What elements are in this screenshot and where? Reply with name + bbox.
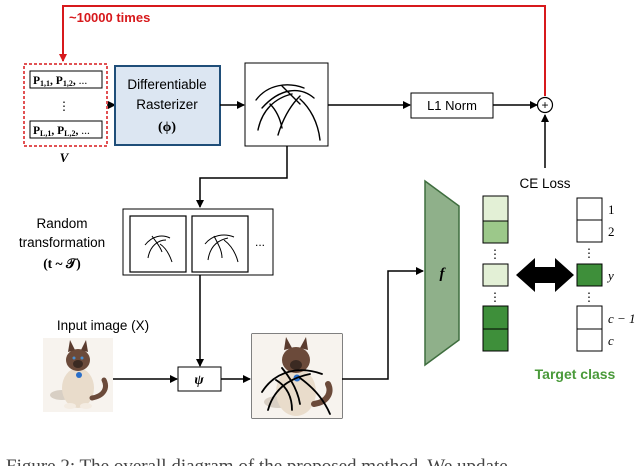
- rasterizer-label-2: Rasterizer: [136, 97, 198, 112]
- parameters-vdots: ⋮: [58, 99, 70, 113]
- target-label-1: 1: [608, 202, 615, 217]
- logit-vdots-1: ⋮: [489, 247, 501, 261]
- rasterizer-label-1: Differentiable: [127, 77, 206, 92]
- parameters-dashed-box: [23, 63, 108, 147]
- logit-vdots-2: ⋮: [489, 290, 501, 304]
- sum-symbol: +: [541, 98, 548, 112]
- target-label-c: c: [608, 333, 614, 348]
- loop-label: ~10000 times: [69, 10, 150, 25]
- target-one-hot: 1 2 ⋮ y ⋮ c − 1 c: [576, 197, 636, 352]
- logit-cell-c1: [482, 305, 509, 330]
- arrow-sketch-to-transform: [196, 146, 288, 208]
- rasterizer-label-3: (ϕ): [158, 120, 176, 135]
- rasterizer-box: [114, 65, 221, 146]
- logit-cell-2: [482, 220, 509, 244]
- target-cell-2: [576, 219, 603, 243]
- sum-node: +: [536, 96, 554, 114]
- transform-sample-2: [191, 215, 249, 273]
- psi-label: ψ: [194, 373, 204, 388]
- parameter-row-1-text: P1,1, P1,2, ...: [33, 75, 87, 88]
- psi-box: [177, 366, 222, 392]
- logit-cell-y: [482, 263, 509, 287]
- transform-label-1: Random: [36, 216, 87, 231]
- transform-label-2: transformation: [19, 235, 105, 250]
- rendered-sketch: [244, 62, 329, 147]
- stroke-parameters: P1,1, P1,2, ... ⋮ PL,1, PL,2, ... V: [23, 63, 108, 165]
- input-image-label: Input image (X): [57, 318, 149, 333]
- target-vdots-2: ⋮: [583, 290, 595, 304]
- transform-sample-2-strokes: [204, 234, 239, 263]
- target-label-y: y: [606, 268, 614, 283]
- l1-norm: L1 Norm: [410, 92, 494, 119]
- augmented-overlay-strokes: [261, 367, 331, 415]
- target-vdots-1: ⋮: [583, 246, 595, 260]
- input-image-cat: [43, 338, 113, 412]
- parameters-label: V: [60, 150, 70, 165]
- target-label-2: 2: [608, 224, 615, 239]
- parameter-row-1: [29, 70, 103, 89]
- augmented-image: [251, 333, 343, 419]
- comparison-double-arrow: [516, 258, 574, 292]
- loop-arrow: [59, 5, 546, 96]
- logit-cell-1: [482, 195, 509, 222]
- psi-operator: ψ: [177, 366, 222, 392]
- target-cell-y: [576, 263, 603, 287]
- logit-cell-c: [482, 328, 509, 352]
- target-class-label: Target class: [535, 366, 616, 382]
- transform-ellipsis: ...: [255, 235, 265, 249]
- sum-circle: [536, 96, 554, 114]
- classifier-f: f: [424, 179, 460, 367]
- output-logits: ⋮ ⋮: [482, 195, 509, 352]
- ce-loss-label: CE Loss: [519, 176, 570, 191]
- parameter-row-L-text: PL,1, PL,2, ...: [33, 125, 90, 138]
- transform-label-3: (t ~ 𝒯): [43, 256, 81, 271]
- differentiable-rasterizer: Differentiable Rasterizer (ϕ): [114, 65, 221, 146]
- classifier-label: f: [440, 266, 447, 282]
- sketch-frame: [244, 62, 329, 147]
- optimization-loop: ~10000 times: [59, 5, 546, 96]
- l1-norm-box: [410, 92, 494, 119]
- augmented-cat: [252, 334, 342, 418]
- random-transformation: Random transformation (t ~ 𝒯) ...: [19, 208, 274, 276]
- figure-caption: Figure 2: The overall diagram of the pro…: [6, 456, 508, 466]
- target-cell-c1: [576, 305, 603, 330]
- arrow-augmented-to-f: [342, 267, 424, 380]
- l1-norm-label: L1 Norm: [427, 98, 477, 113]
- target-label-c1: c − 1: [608, 311, 636, 326]
- sketch-strokes: [255, 84, 321, 141]
- transform-sample-1-strokes: [144, 235, 173, 263]
- classifier-trapezoid: [424, 179, 460, 367]
- parameter-row-L: [29, 120, 103, 139]
- target-cell-1: [576, 197, 603, 221]
- target-cell-c: [576, 328, 603, 352]
